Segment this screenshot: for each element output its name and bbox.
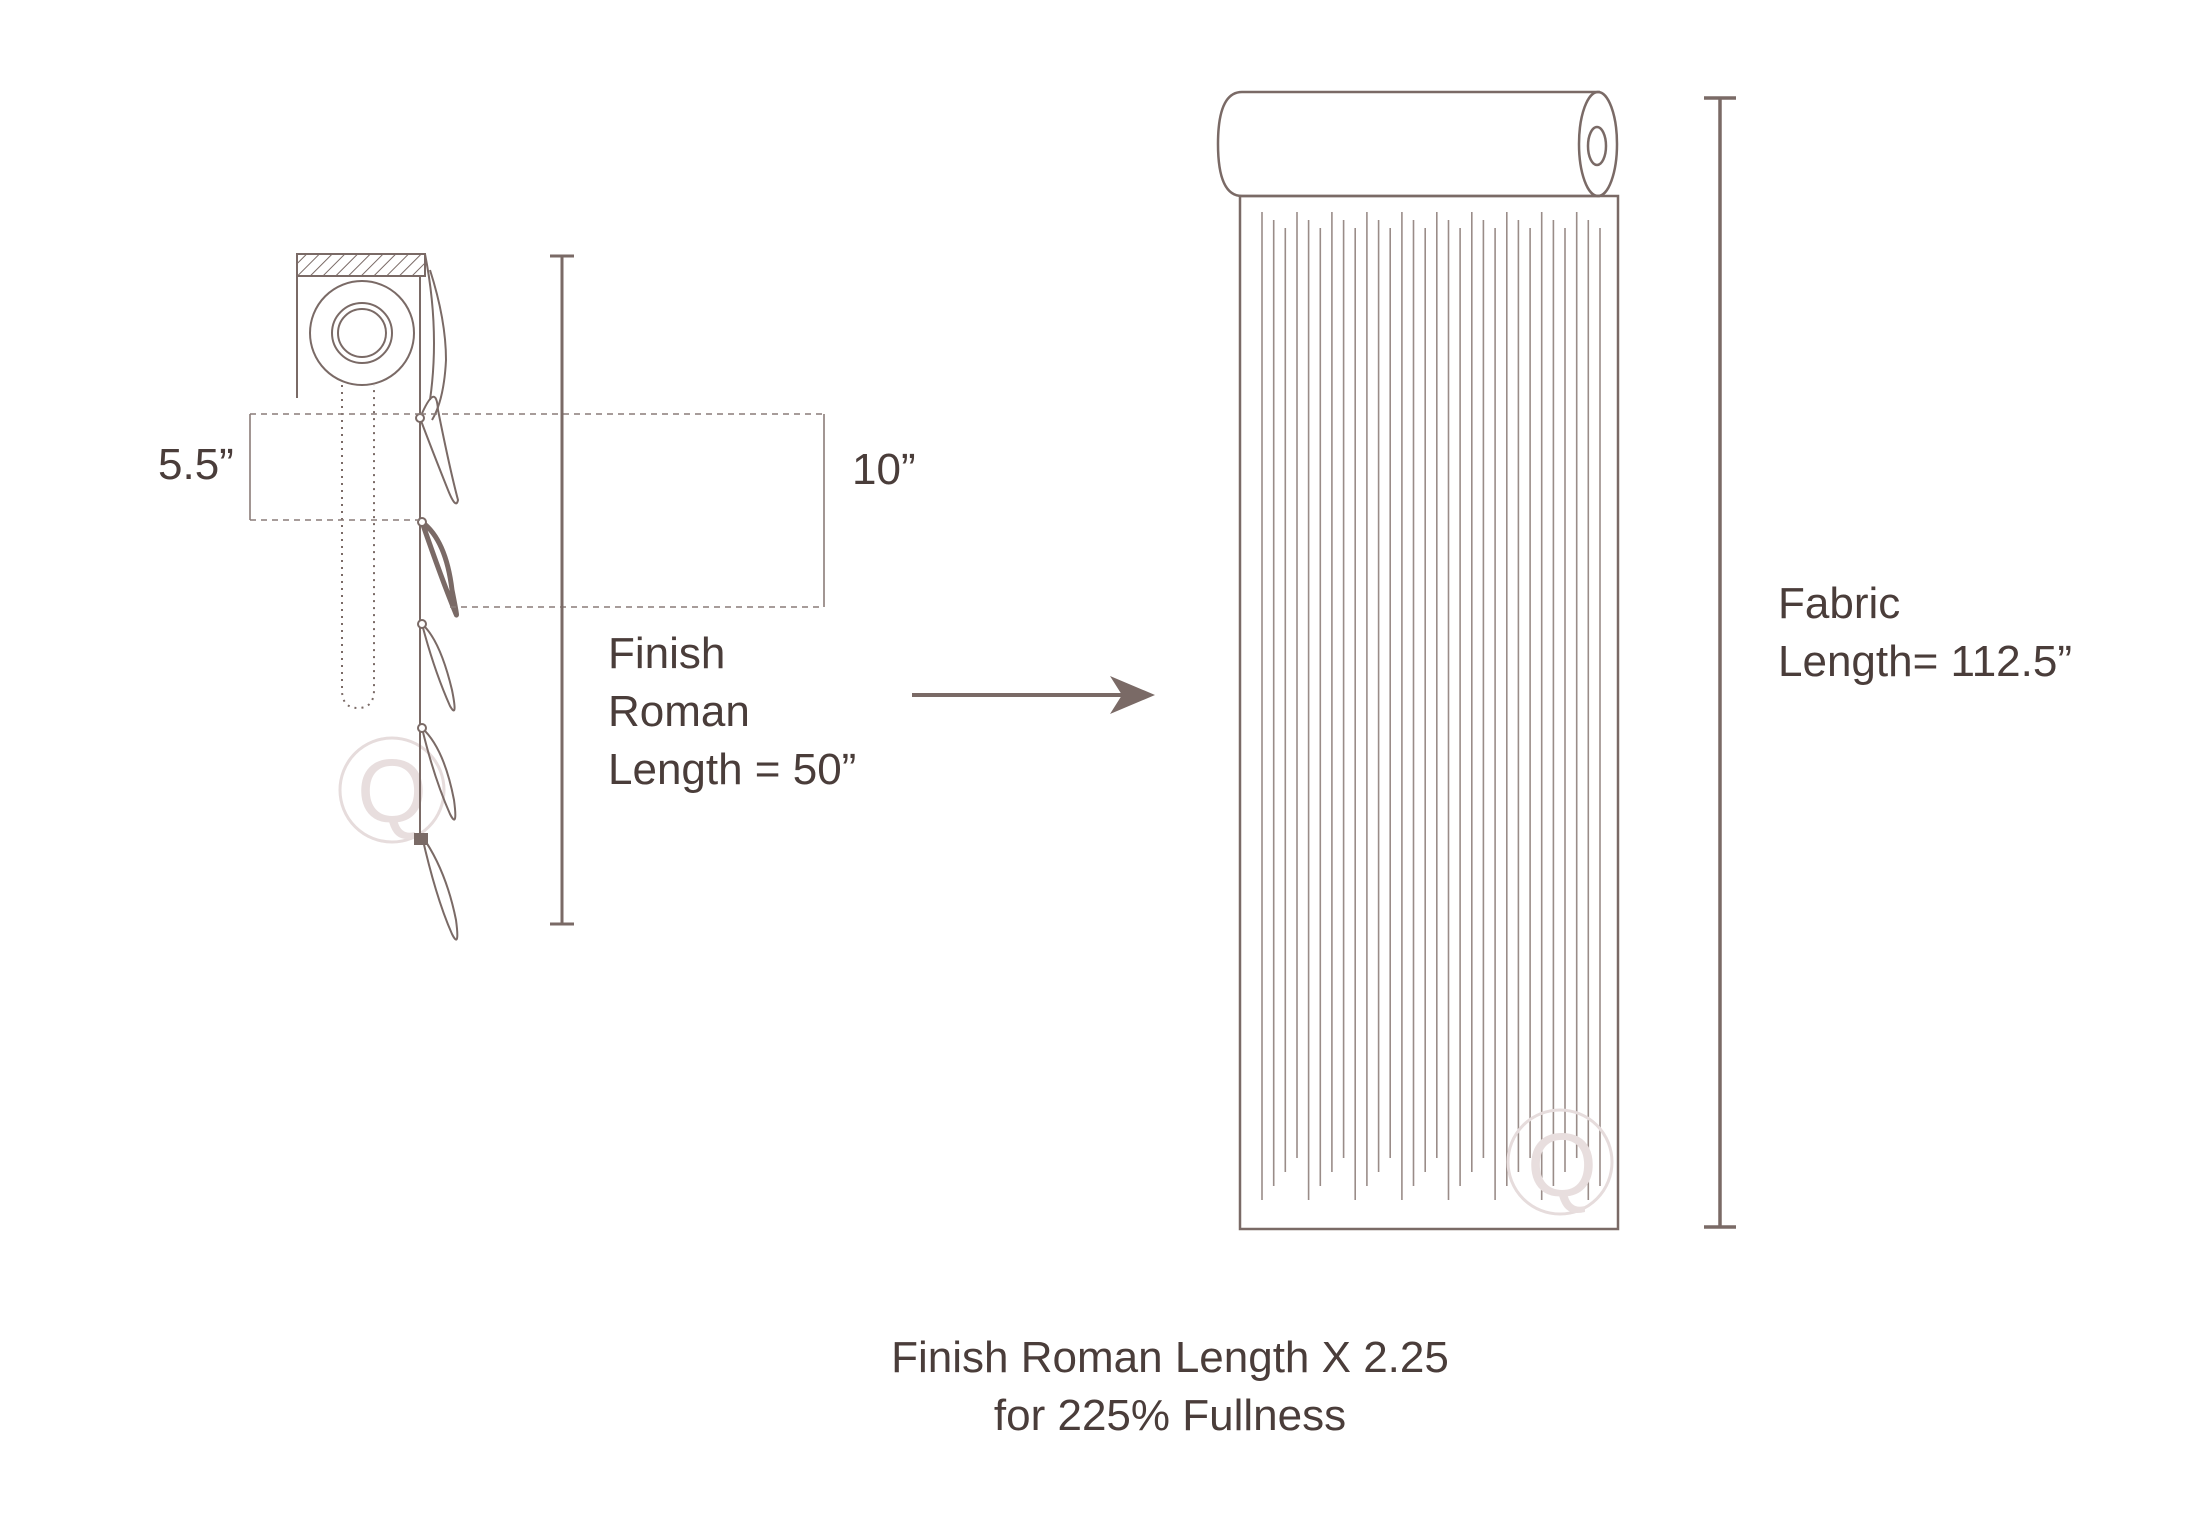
fold-1 (419, 396, 460, 505)
finish-length-label-line-3: Length = 50” (608, 745, 856, 794)
fabric-length-label-line-1: Fabric (1778, 579, 1900, 628)
fabric-top (424, 253, 435, 401)
finish-length-label-line-1: Finish (608, 629, 725, 678)
ring (417, 619, 427, 629)
formula-line-2: for 225% Fullness (994, 1391, 1346, 1440)
roller-inner (337, 308, 387, 358)
roll-end (1577, 90, 1619, 198)
ring (415, 413, 425, 423)
fabric-roll: Q (1216, 90, 1736, 1231)
finish-length-label-line-2: Roman (608, 687, 750, 736)
fold-height-label: 5.5” (158, 440, 234, 489)
fabric-panel (1238, 194, 1620, 1231)
arrow-right-icon (912, 676, 1155, 714)
formula-line-1: Finish Roman Length X 2.25 (891, 1333, 1449, 1382)
lift-cord (341, 385, 375, 710)
fold-5 (421, 835, 459, 941)
fold-3 (421, 623, 456, 712)
fabric-length-dimension (1704, 96, 1736, 1229)
roller-mid (331, 302, 393, 364)
roll-core (1586, 125, 1608, 167)
watermark-letter-right: Q (1527, 1116, 1597, 1216)
folded-roman-shade: Q (249, 253, 825, 941)
watermark-logo: Q (338, 736, 446, 844)
watermark-letter: Q (357, 742, 427, 842)
roller-outer (309, 280, 415, 386)
shade-outline (429, 269, 448, 421)
fold-height-bracket (249, 413, 420, 521)
ring (417, 723, 427, 733)
watermark-logo-right: Q (1506, 1108, 1614, 1216)
fold-4 (421, 727, 457, 821)
roll-body (1216, 90, 1600, 198)
fold-2 (419, 520, 459, 618)
finish-length-dimension (550, 254, 574, 926)
fold-depth-label: 10” (852, 445, 916, 494)
fabric-pleat-lines (1261, 212, 1601, 1200)
fabric-length-label-line-2: Length= 112.5” (1778, 637, 2072, 686)
bottom-weight (414, 833, 428, 845)
head-rail (296, 253, 426, 277)
fold-depth-bracket (420, 413, 825, 608)
